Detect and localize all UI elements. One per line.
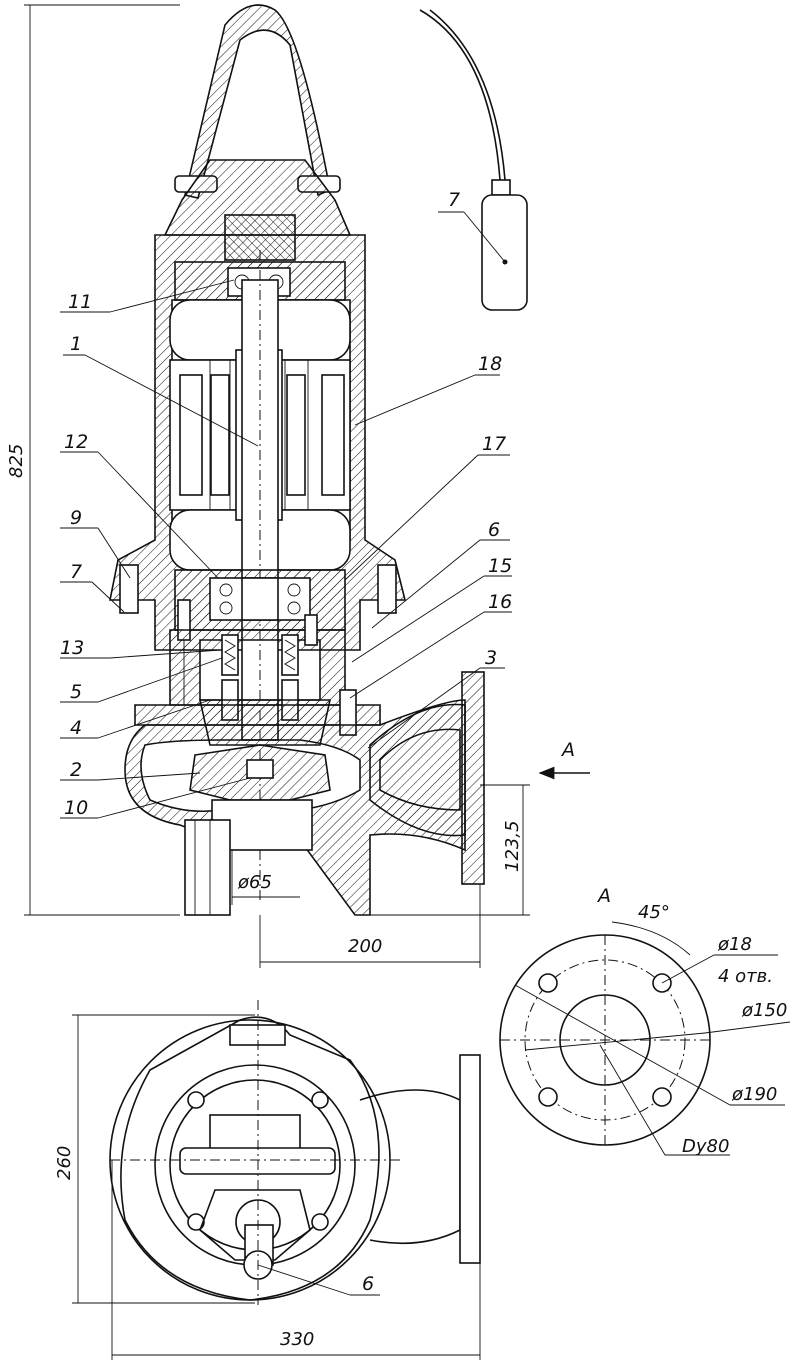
dim-flange-outer: ø190 (731, 1084, 777, 1105)
dim-flange-angle: 45° (638, 902, 670, 923)
dim-plan-width: 330 (280, 1329, 314, 1350)
label-part-2: 2 (70, 759, 82, 781)
dim-bolt-count: 4 отв. (718, 966, 773, 987)
label-part-9: 9 (70, 507, 82, 529)
dimensions-front: 825 123,5 ø65 200 (6, 4, 530, 968)
dim-plan-height: 260 (54, 1146, 75, 1180)
dim-bolt-hole: ø18 (717, 934, 752, 955)
label-part-1: 1 (70, 333, 82, 355)
label-part-12: 12 (64, 431, 88, 453)
label-part-5: 5 (70, 681, 82, 703)
stator-lamination-lines (209, 360, 309, 510)
dim-bolt-circle: ø150 (741, 1000, 787, 1021)
label-part-15: 15 (488, 555, 512, 577)
label-part-13: 13 (60, 637, 84, 659)
dim-total-height: 825 (6, 444, 27, 478)
label-part-16: 16 (488, 591, 512, 613)
label-part-4: 4 (70, 717, 82, 739)
label-part-6: 6 (488, 519, 500, 541)
stator-slots (179, 374, 345, 496)
impeller-nut (246, 759, 274, 779)
label-part-7-float: 7 (448, 189, 460, 211)
label-part-17: 17 (482, 433, 506, 455)
dim-inlet-diameter: ø65 (237, 872, 272, 893)
section-arrow-label: A (560, 739, 575, 761)
flange-view-label: A (596, 885, 611, 907)
label-part-18: 18 (478, 353, 502, 375)
label-part-3: 3 (485, 647, 497, 669)
plan-view: 6 260 330 (54, 1000, 481, 1360)
support-stand (184, 819, 231, 916)
part-labels: 7 11 1 18 12 17 9 6 15 7 16 13 3 5 4 2 1… (60, 189, 512, 819)
label-part-10: 10 (64, 797, 88, 819)
flange-view: A 45° ø18 4 отв. ø150 ø190 Dy80 (499, 885, 791, 1157)
dim-outlet-offset: 200 (348, 936, 382, 957)
flange-bolt-right (377, 564, 397, 614)
section-view (109, 4, 485, 916)
label-part-7: 7 (70, 561, 82, 583)
float-switch (419, 9, 528, 311)
label-part-6-plan: 6 (362, 1273, 374, 1295)
flange-bolt-left (119, 564, 139, 614)
dim-nominal-bore: Dy80 (682, 1136, 729, 1157)
outlet-flange (461, 671, 485, 885)
lifting-handle (184, 4, 331, 199)
dim-outlet-height: 123,5 (502, 820, 523, 872)
label-part-11: 11 (68, 291, 92, 313)
section-arrow: A (538, 739, 590, 780)
leader-lines (60, 211, 512, 819)
